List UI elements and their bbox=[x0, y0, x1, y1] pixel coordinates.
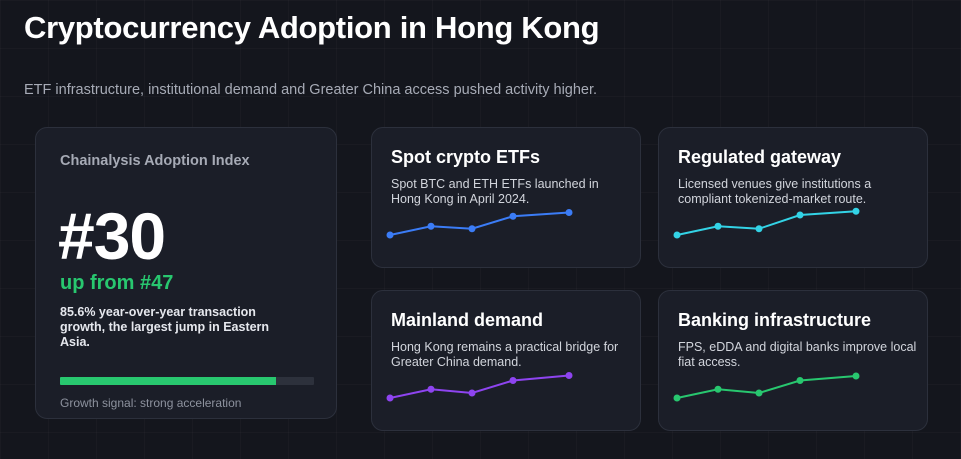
growth-progress-bar bbox=[60, 377, 314, 385]
sparkline-point bbox=[427, 385, 435, 393]
trend-sparkline bbox=[673, 207, 860, 239]
index-label: Chainalysis Adoption Index bbox=[60, 153, 250, 169]
card-title: Banking infrastructure bbox=[678, 310, 872, 330]
card-description: Spot BTC and ETH ETFs launched in Hong K… bbox=[391, 177, 599, 206]
trend-sparkline bbox=[673, 372, 860, 402]
index-rank: #30 bbox=[58, 199, 166, 273]
card-regulated-gateway: Regulated gateway Licensed venues give i… bbox=[658, 127, 928, 268]
sparkline-point bbox=[755, 225, 763, 233]
trend-sparkline bbox=[386, 209, 573, 239]
sparkline-point bbox=[509, 212, 517, 220]
adoption-index-card: Chainalysis Adoption Index #30 up from #… bbox=[35, 127, 337, 419]
sparkline-point bbox=[796, 377, 804, 384]
sparkline-line bbox=[676, 210, 857, 236]
card-title: Mainland demand bbox=[391, 310, 544, 330]
card-banking-infrastructure: Banking infrastructure FPS, eDDA and dig… bbox=[658, 290, 928, 431]
sparkline-point bbox=[796, 211, 804, 219]
page-subtitle: ETF infrastructure, institutional demand… bbox=[24, 82, 598, 98]
page-title: Cryptocurrency Adoption in Hong Kong bbox=[24, 10, 600, 45]
sparkline-point bbox=[714, 385, 722, 393]
sparkline-point bbox=[565, 209, 573, 216]
sparkline-point bbox=[468, 389, 476, 397]
sparkline-point bbox=[673, 231, 681, 239]
index-description: 85.6% year-over-year transaction growth,… bbox=[60, 305, 270, 349]
card-description: FPS, eDDA and digital banks improve loca… bbox=[678, 340, 917, 369]
growth-signal-text: Growth signal: strong acceleration bbox=[60, 396, 242, 410]
sparkline-point bbox=[714, 222, 722, 230]
sparkline-point bbox=[755, 389, 763, 397]
index-previous-rank: up from #47 bbox=[60, 272, 174, 294]
sparkline-point bbox=[673, 394, 681, 402]
card-description: Hong Kong remains a practical bridge for… bbox=[391, 340, 619, 369]
sparkline-line bbox=[389, 374, 570, 399]
sparkline-point bbox=[386, 231, 394, 239]
card-title: Regulated gateway bbox=[678, 147, 842, 167]
card-mainland-demand: Mainland demand Hong Kong remains a prac… bbox=[371, 290, 641, 431]
sparkline-point bbox=[386, 394, 394, 402]
card-title: Spot crypto ETFs bbox=[391, 147, 541, 167]
card-spot-crypto-etfs: Spot crypto ETFs Spot BTC and ETH ETFs l… bbox=[371, 127, 641, 268]
trend-sparkline bbox=[386, 372, 573, 402]
sparkline-point bbox=[565, 372, 573, 379]
sparkline-point bbox=[468, 225, 476, 233]
card-description: Licensed venues give institutions a comp… bbox=[678, 177, 872, 206]
sparkline-point bbox=[509, 377, 517, 384]
sparkline-line bbox=[389, 211, 570, 236]
sparkline-line bbox=[676, 375, 857, 399]
sparkline-point bbox=[852, 372, 860, 380]
growth-progress-fill bbox=[60, 377, 276, 385]
sparkline-point bbox=[427, 222, 435, 230]
sparkline-point bbox=[852, 207, 860, 215]
